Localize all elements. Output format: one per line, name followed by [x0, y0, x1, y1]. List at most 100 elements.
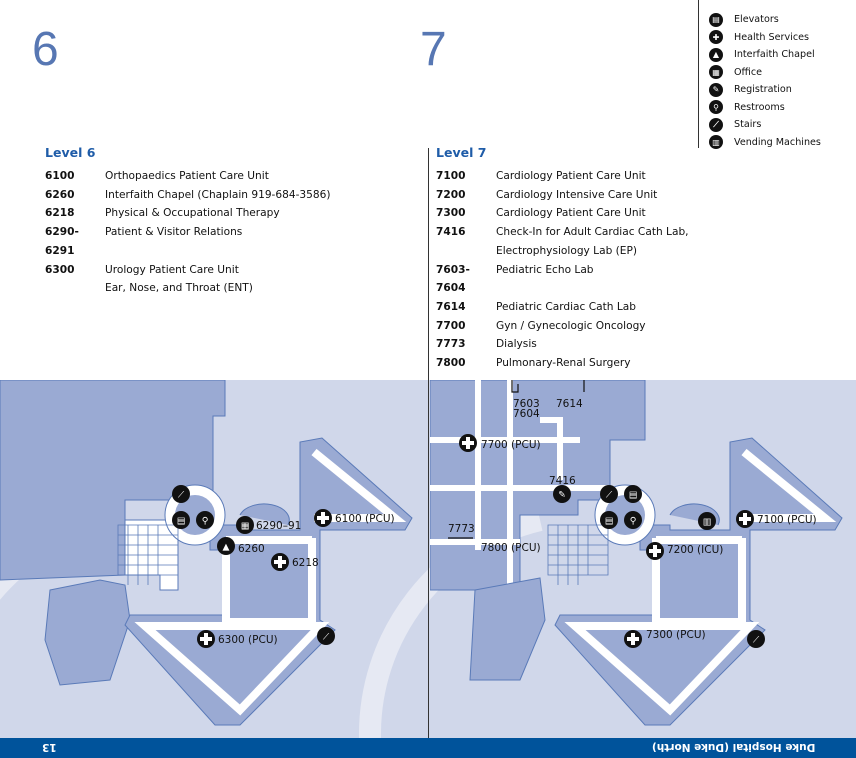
vending-icon: ▥: [709, 135, 723, 150]
room-label: Patient & Visitor Relations: [105, 226, 243, 239]
level-6-heading: Level 6: [45, 145, 96, 160]
stairs-icon: ⟋: [172, 485, 190, 503]
level-7-floorplan: [430, 380, 842, 725]
legend-label: Health Services: [734, 31, 810, 43]
room-code: 7300: [436, 207, 466, 220]
svg-text:▤: ▤: [177, 517, 186, 527]
map-label: 7100 (PCU): [757, 514, 817, 526]
directory-row: 6260 Interfaith Chapel (Chaplain 919-684-…: [45, 186, 331, 205]
level-7-number: 7: [420, 23, 447, 76]
map-label: 7603: [513, 398, 540, 410]
map-label: 6260: [238, 543, 265, 555]
stairs-icon: ⟋: [600, 485, 618, 503]
health-services-icon: [646, 542, 664, 560]
room-label: Interfaith Chapel (Chaplain 919-684-3586…: [105, 188, 331, 201]
room-label: Cardiology Patient Care Unit: [496, 170, 646, 182]
elevator-icon: ▤: [172, 511, 190, 529]
svg-text:▦: ▦: [241, 522, 250, 532]
legend-label: Registration: [734, 84, 792, 96]
room-code: 6100: [45, 170, 75, 182]
svg-text:▥: ▥: [703, 518, 712, 528]
room-code: 7773: [436, 338, 466, 351]
svg-text:⟋: ⟋: [323, 633, 330, 643]
directory-row: 7603-7604 Pediatric Echo Lab: [436, 261, 689, 298]
elevator-icon: ▤: [709, 12, 723, 27]
health-services-icon: [314, 509, 332, 527]
legend-item: ▥ Vending Machines: [709, 134, 821, 152]
room-code: 7200: [436, 188, 466, 201]
room-code: 6260: [45, 188, 75, 201]
restroom-icon: ⚲: [196, 511, 214, 529]
legend-label: Interfaith Chapel: [734, 49, 815, 61]
legend-label: Restrooms: [734, 101, 785, 113]
restroom-icon: ⚲: [709, 100, 723, 115]
stairs-icon: ⟋: [747, 630, 765, 648]
legend-item: ▦ Office: [709, 64, 821, 82]
stairs-icon: ⟋: [317, 627, 335, 645]
svg-text:▤: ▤: [629, 491, 638, 501]
room-code: 7100: [436, 170, 466, 182]
legend-label: Office: [734, 66, 763, 78]
room-label: Pediatric Cardiac Cath Lab: [496, 300, 636, 313]
map-label: 6300 (PCU): [218, 634, 278, 646]
office-icon: ▦: [236, 516, 254, 534]
map-label: 6218: [292, 557, 319, 569]
room-code: 7800: [436, 357, 466, 370]
legend-item: ▤ Elevators: [709, 11, 821, 29]
health-services-icon: [271, 553, 289, 571]
room-code: 7700: [436, 319, 466, 332]
map-label: 7416: [549, 475, 576, 487]
room-code: 6218: [45, 207, 75, 220]
room-label: Dialysis: [496, 338, 537, 351]
health-services-icon: [197, 630, 215, 648]
room-code: 6290-6291: [45, 226, 79, 257]
footer-title: Duke Hospital (Duke North): [652, 741, 816, 753]
chapel-icon: ▲: [217, 537, 235, 555]
page-divider: [428, 148, 429, 738]
room-code: 6300: [45, 263, 75, 276]
map-label: 7700 (PCU): [481, 439, 541, 451]
directory-row: 6218 Physical & Occupational Therapy: [45, 204, 331, 223]
map-label: 7604: [513, 408, 540, 420]
room-label: Cardiology Intensive Care Unit: [496, 188, 658, 201]
map-label: 7773: [448, 523, 475, 535]
map-label: 6100 (PCU): [335, 513, 395, 525]
svg-text:⚲: ⚲: [202, 517, 209, 527]
directory-row: 7100 Cardiology Patient Care Unit: [436, 167, 689, 186]
room-code: 7603-7604: [436, 263, 470, 295]
legend-label: Vending Machines: [734, 136, 821, 148]
svg-text:⚲: ⚲: [630, 517, 637, 527]
level-6-number: 6: [32, 23, 59, 76]
map-label: 7800 (PCU): [481, 542, 541, 554]
map-legend: ▤ Elevators ✚Health Services▲ Interfaith Ch…: [698, 0, 821, 150]
room-label: Pediatric Echo Lab: [496, 263, 594, 276]
map-label: 6290–91: [256, 520, 301, 532]
map-label: 7200 (ICU): [667, 544, 723, 556]
directory-row: 7200 Cardiology Intensive Care Unit: [436, 186, 689, 205]
legend-label: Stairs: [734, 119, 762, 131]
svg-text:✎: ✎: [558, 491, 566, 501]
elevator-icon: ▤: [600, 511, 618, 529]
registration-icon: ✎: [709, 82, 723, 97]
svg-text:⟋: ⟋: [606, 491, 613, 501]
page-number: 13: [42, 741, 57, 753]
legend-item: ✎ Registration: [709, 81, 821, 99]
room-label: Physical & Occupational Therapy: [105, 207, 280, 220]
directory-row: 7773 Dialysis: [436, 335, 689, 354]
level-6-floorplan: [0, 380, 413, 726]
chapel-icon: ▲: [709, 47, 723, 62]
office-icon: ▦: [709, 65, 723, 80]
svg-text:▲: ▲: [223, 543, 230, 553]
directory-row: 6290-6291 Patient & Visitor Relations: [45, 223, 331, 260]
health-services-icon: [736, 510, 754, 528]
legend-label: Elevators: [734, 14, 779, 26]
legend-item: ⚲ Restrooms: [709, 99, 821, 117]
room-label: Cardiology Patient Care Unit: [496, 207, 646, 220]
registration-icon: ✎: [553, 485, 571, 503]
legend-item: ✚Health Services: [709, 29, 821, 47]
